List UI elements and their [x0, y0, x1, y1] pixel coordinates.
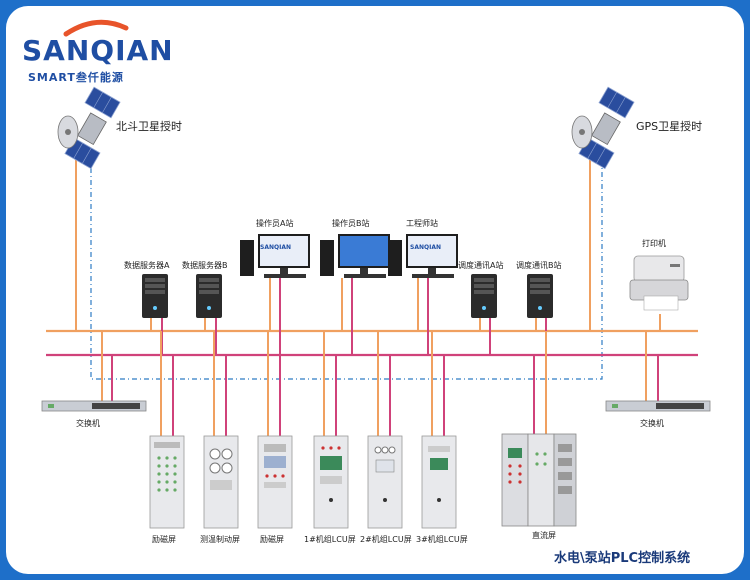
server-comm-b: [527, 274, 553, 318]
satellite-right: [571, 86, 635, 170]
monitor-text-eng: SANQIAN: [410, 244, 441, 251]
label-switch-right: 交换机: [640, 419, 664, 428]
label-op-a: 操作员A站: [256, 219, 294, 228]
label-cabinet-4: 1#机组LCU屏: [304, 535, 356, 544]
label-satellite-right: GPS卫星授时: [636, 120, 703, 133]
cabinet-1: [149, 435, 185, 529]
workstation-eng: [388, 234, 458, 278]
cabinet-4: [313, 435, 349, 529]
label-satellite-left: 北斗卫星授时: [116, 120, 182, 133]
label-switch-left: 交换机: [76, 419, 100, 428]
workstation-op-b: [320, 234, 390, 278]
label-server-a: 数据服务器A: [124, 261, 170, 270]
satellite-left: [57, 86, 121, 170]
logo-subtext: SMART叁仟能源: [28, 71, 124, 84]
system-title: 水电\泵站PLC控制系统: [554, 551, 691, 566]
server-a: [142, 274, 168, 318]
cabinet-6: [421, 435, 457, 529]
diagram-frame: SANQIAN SMART叁仟能源 北斗卫星授时 GPS卫星授时 操作员A站 操…: [6, 6, 744, 574]
time-sync-lines: [90, 156, 603, 380]
label-comm-a: 调度通讯A站: [458, 261, 504, 270]
cabinet-dc: [501, 433, 577, 527]
logo-swoosh: [63, 19, 129, 37]
label-cabinet-3: 励磁屏: [260, 535, 284, 544]
monitor-text-op-a: SANQIAN: [260, 244, 291, 251]
label-comm-b: 调度通讯B站: [516, 261, 562, 270]
server-b: [196, 274, 222, 318]
cabinet-3: [257, 435, 293, 529]
label-op-b: 操作员B站: [332, 219, 370, 228]
label-cabinet-dc: 直流屏: [532, 531, 556, 540]
label-cabinet-5: 2#机组LCU屏: [360, 535, 412, 544]
switch-left: [41, 400, 147, 412]
switch-right: [605, 400, 711, 412]
workstation-op-a: [240, 234, 310, 278]
network-diagram: [41, 19, 711, 529]
printer: [629, 255, 689, 311]
label-cabinet-6: 3#机组LCU屏: [416, 535, 468, 544]
label-printer: 打印机: [642, 239, 666, 248]
label-eng: 工程师站: [406, 219, 438, 228]
server-comm-a: [471, 274, 497, 318]
label-cabinet-2: 测温制动屏: [200, 535, 240, 544]
logo-text: SANQIAN: [22, 34, 174, 67]
label-cabinet-1: 励磁屏: [152, 535, 176, 544]
label-server-b: 数据服务器B: [182, 261, 228, 270]
cabinet-2: [203, 435, 239, 529]
cabinet-5: [367, 435, 403, 529]
